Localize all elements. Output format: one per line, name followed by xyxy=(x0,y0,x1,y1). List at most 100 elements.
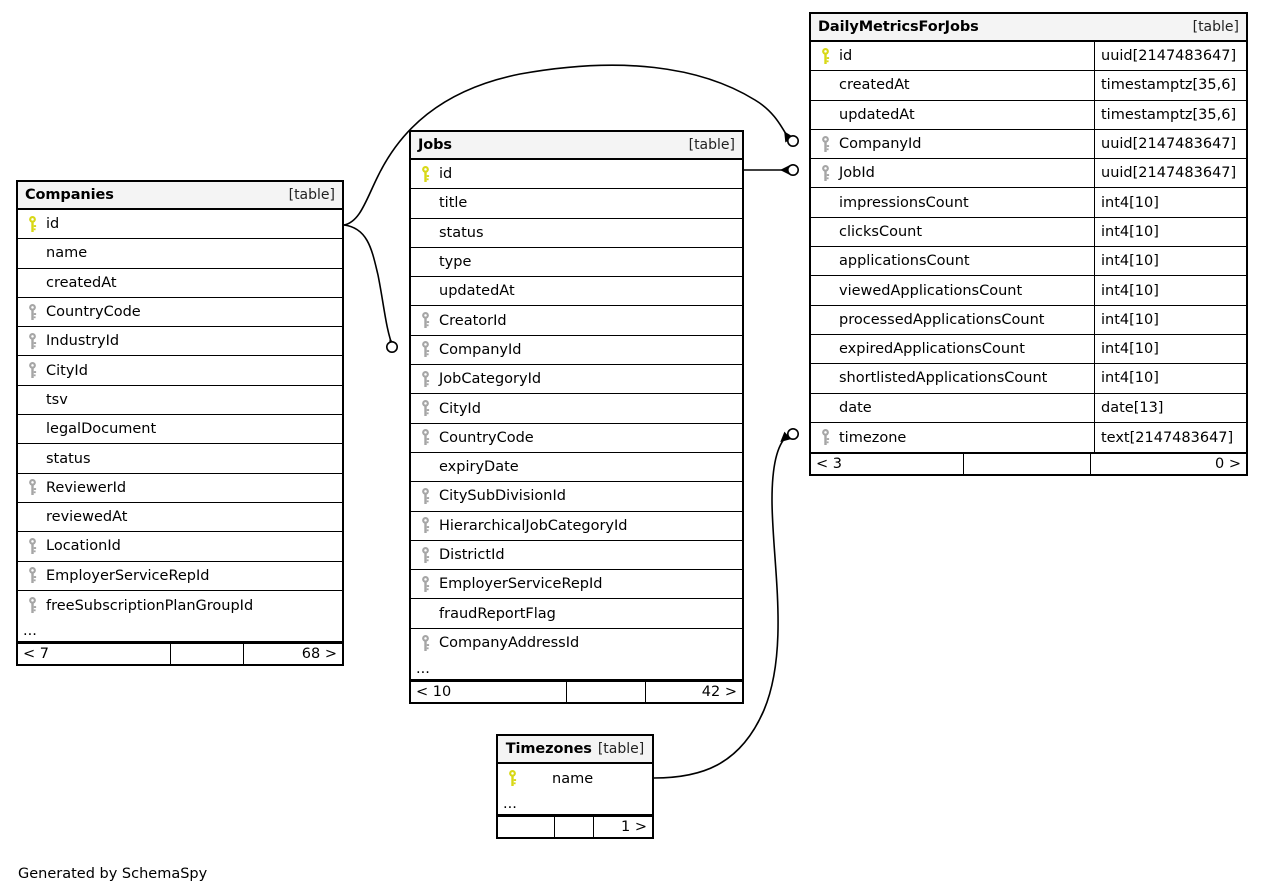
table-row[interactable]: type xyxy=(411,248,742,278)
footer-prev-count[interactable] xyxy=(498,817,554,837)
column-type: uuid[2147483647] xyxy=(1094,129,1246,159)
table-row[interactable]: tsv xyxy=(18,386,342,416)
table-row[interactable]: freeSubscriptionPlanGroupId xyxy=(18,591,342,620)
table-row[interactable]: legalDocument xyxy=(18,415,342,445)
column-name: clicksCount xyxy=(839,223,923,240)
footer-middle xyxy=(554,817,594,838)
column-name: title xyxy=(439,195,468,212)
table-row[interactable]: CompanyId xyxy=(411,336,742,366)
column-name-cell: EmployerServiceRepId xyxy=(411,575,742,593)
column-name-cell: clicksCount xyxy=(811,223,1094,240)
more-columns-indicator: ... xyxy=(411,658,742,681)
table-row[interactable]: clicksCount int4[10] xyxy=(811,217,1246,248)
table-row[interactable]: EmployerServiceRepId xyxy=(18,562,342,591)
column-name-cell: CityId xyxy=(18,362,342,379)
table-row[interactable]: createdAt xyxy=(18,269,342,298)
table-row[interactable]: CityId xyxy=(411,394,742,424)
footer-next-count[interactable]: 0 > xyxy=(1215,456,1241,473)
column-name-cell: CountryCode xyxy=(411,429,742,446)
table-row[interactable]: reviewedAt xyxy=(18,503,342,533)
column-name: CityId xyxy=(439,400,481,417)
column-name: CompanyAddressId xyxy=(439,635,580,652)
column-name: CountryCode xyxy=(439,429,534,446)
column-name-cell: id xyxy=(18,215,342,233)
table-row[interactable]: CreatorId xyxy=(411,306,742,336)
table-row[interactable]: updatedAt xyxy=(411,277,742,307)
footer-next-count[interactable]: 42 > xyxy=(701,684,737,701)
column-name: CitySubDivisionId xyxy=(439,488,566,505)
column-name-cell: legalDocument xyxy=(18,421,342,438)
column-name: CompanyId xyxy=(439,341,522,358)
column-name-cell: shortlistedApplicationsCount xyxy=(811,370,1094,387)
more-columns-indicator: ... xyxy=(18,620,342,643)
key-icon-none xyxy=(817,253,833,270)
table-row[interactable]: JobCategoryId xyxy=(411,365,742,395)
key-icon-none xyxy=(24,509,40,526)
table-row[interactable]: CountryCode xyxy=(411,424,742,453)
column-name-cell: expiryDate xyxy=(411,459,742,476)
table-row[interactable]: CitySubDivisionId xyxy=(411,482,742,512)
column-name-cell: tsv xyxy=(18,391,342,408)
column-type: int4[10] xyxy=(1094,217,1246,247)
column-type: int4[10] xyxy=(1094,188,1246,217)
column-name-cell: LocationId xyxy=(18,537,342,555)
footer-next-count[interactable]: 68 > xyxy=(301,646,337,663)
table-row[interactable]: EmployerServiceRepId xyxy=(411,570,742,600)
footer-next-count[interactable]: 1 > xyxy=(621,819,647,836)
column-name-cell: expiredApplicationsCount xyxy=(811,341,1094,358)
table-footer-dailymetricsforjobs: < 3 0 > xyxy=(811,452,1246,475)
column-name-cell: status xyxy=(411,224,742,241)
table-row[interactable]: DistrictId xyxy=(411,541,742,571)
column-type: text[2147483647] xyxy=(1094,422,1246,453)
column-type: uuid[2147483647] xyxy=(1094,42,1246,71)
table-row[interactable]: CountryCode xyxy=(18,298,342,328)
column-name: EmployerServiceRepId xyxy=(439,576,603,593)
table-row[interactable]: fraudReportFlag xyxy=(411,599,742,629)
table-timezones[interactable]: Timezones[table]name...1 > xyxy=(496,734,654,840)
table-row[interactable]: expiryDate xyxy=(411,453,742,483)
table-row[interactable]: id xyxy=(18,210,342,240)
table-row[interactable]: name xyxy=(498,764,652,793)
footer-prev-count[interactable]: < 7 xyxy=(23,646,49,663)
column-name: name xyxy=(552,770,594,787)
table-row[interactable]: status xyxy=(18,444,342,474)
table-row[interactable]: status xyxy=(411,219,742,248)
table-row[interactable]: name xyxy=(18,239,342,269)
key-icon-none xyxy=(24,245,40,262)
table-row[interactable]: LocationId xyxy=(18,532,342,562)
table-row[interactable]: HierarchicalJobCategoryId xyxy=(411,512,742,541)
table-row[interactable]: title xyxy=(411,189,742,219)
key-icon-none xyxy=(817,77,833,94)
key-icon-none xyxy=(817,282,833,299)
table-row[interactable]: CompanyAddressId xyxy=(411,629,742,658)
footer-middle xyxy=(963,454,1091,475)
table-title: Jobs xyxy=(418,137,452,153)
column-type: int4[10] xyxy=(1094,276,1246,305)
footer-prev-count[interactable]: < 10 xyxy=(416,684,452,701)
footer-prev-count[interactable]: < 3 xyxy=(816,456,842,473)
column-name-cell: CompanyAddressId xyxy=(411,634,742,652)
column-name-cell: status xyxy=(18,450,342,467)
table-row[interactable]: id xyxy=(411,160,742,190)
table-row[interactable]: CityId xyxy=(18,356,342,386)
table-row[interactable]: IndustryId xyxy=(18,327,342,357)
key-icon-foreign xyxy=(24,332,40,350)
column-type: int4[10] xyxy=(1094,334,1246,364)
table-row[interactable]: ReviewerId xyxy=(18,474,342,503)
